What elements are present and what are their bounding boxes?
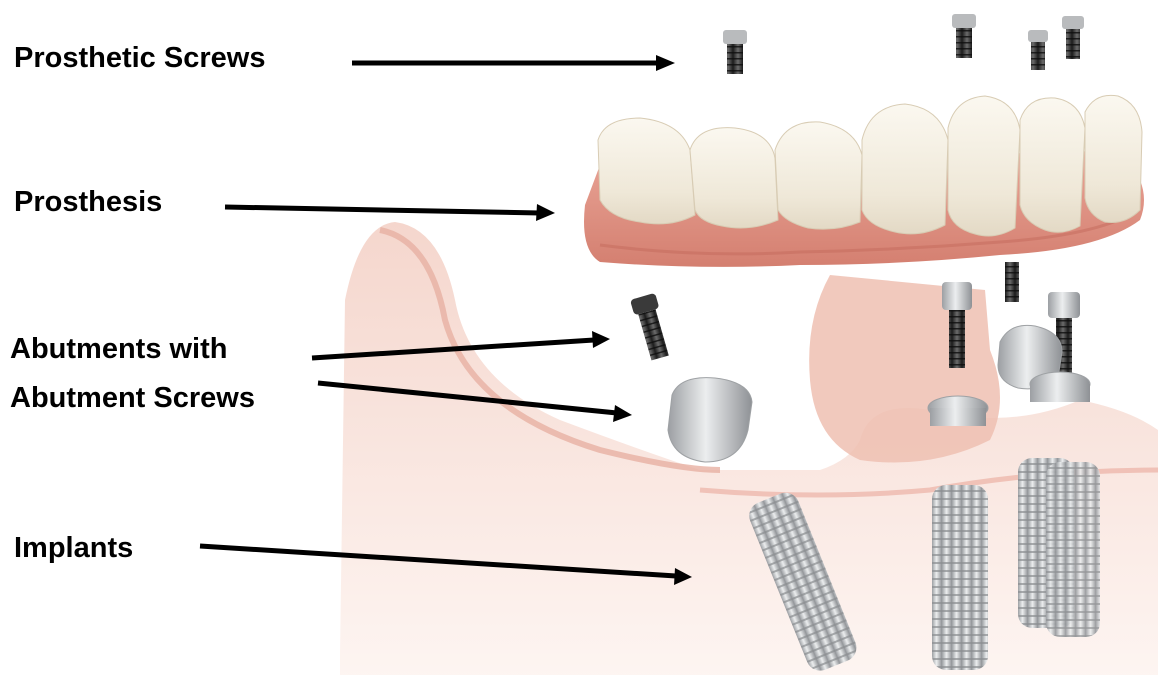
label-abutments-line1: Abutments with [10, 329, 228, 369]
abutment-screw [1005, 262, 1019, 302]
arrow-prosthesis [225, 204, 555, 221]
abutment-screw [630, 293, 673, 362]
prosthetic-screws [723, 14, 1084, 74]
prosthetic-screw [1062, 16, 1084, 59]
prosthetic-screw [1028, 30, 1048, 70]
label-abutments-line2: Abutment Screws [10, 378, 255, 418]
prosthesis-teeth [598, 95, 1142, 236]
label-prosthesis: Prosthesis [14, 182, 162, 222]
label-implants: Implants [14, 528, 133, 568]
implant [1046, 462, 1100, 637]
implant [932, 485, 988, 670]
prosthetic-screw [952, 14, 976, 58]
label-prosthetic-screws: Prosthetic Screws [14, 38, 265, 78]
abutment [668, 378, 752, 462]
prosthetic-screw [723, 30, 747, 74]
arrow-prosthetic-screws [352, 55, 675, 71]
